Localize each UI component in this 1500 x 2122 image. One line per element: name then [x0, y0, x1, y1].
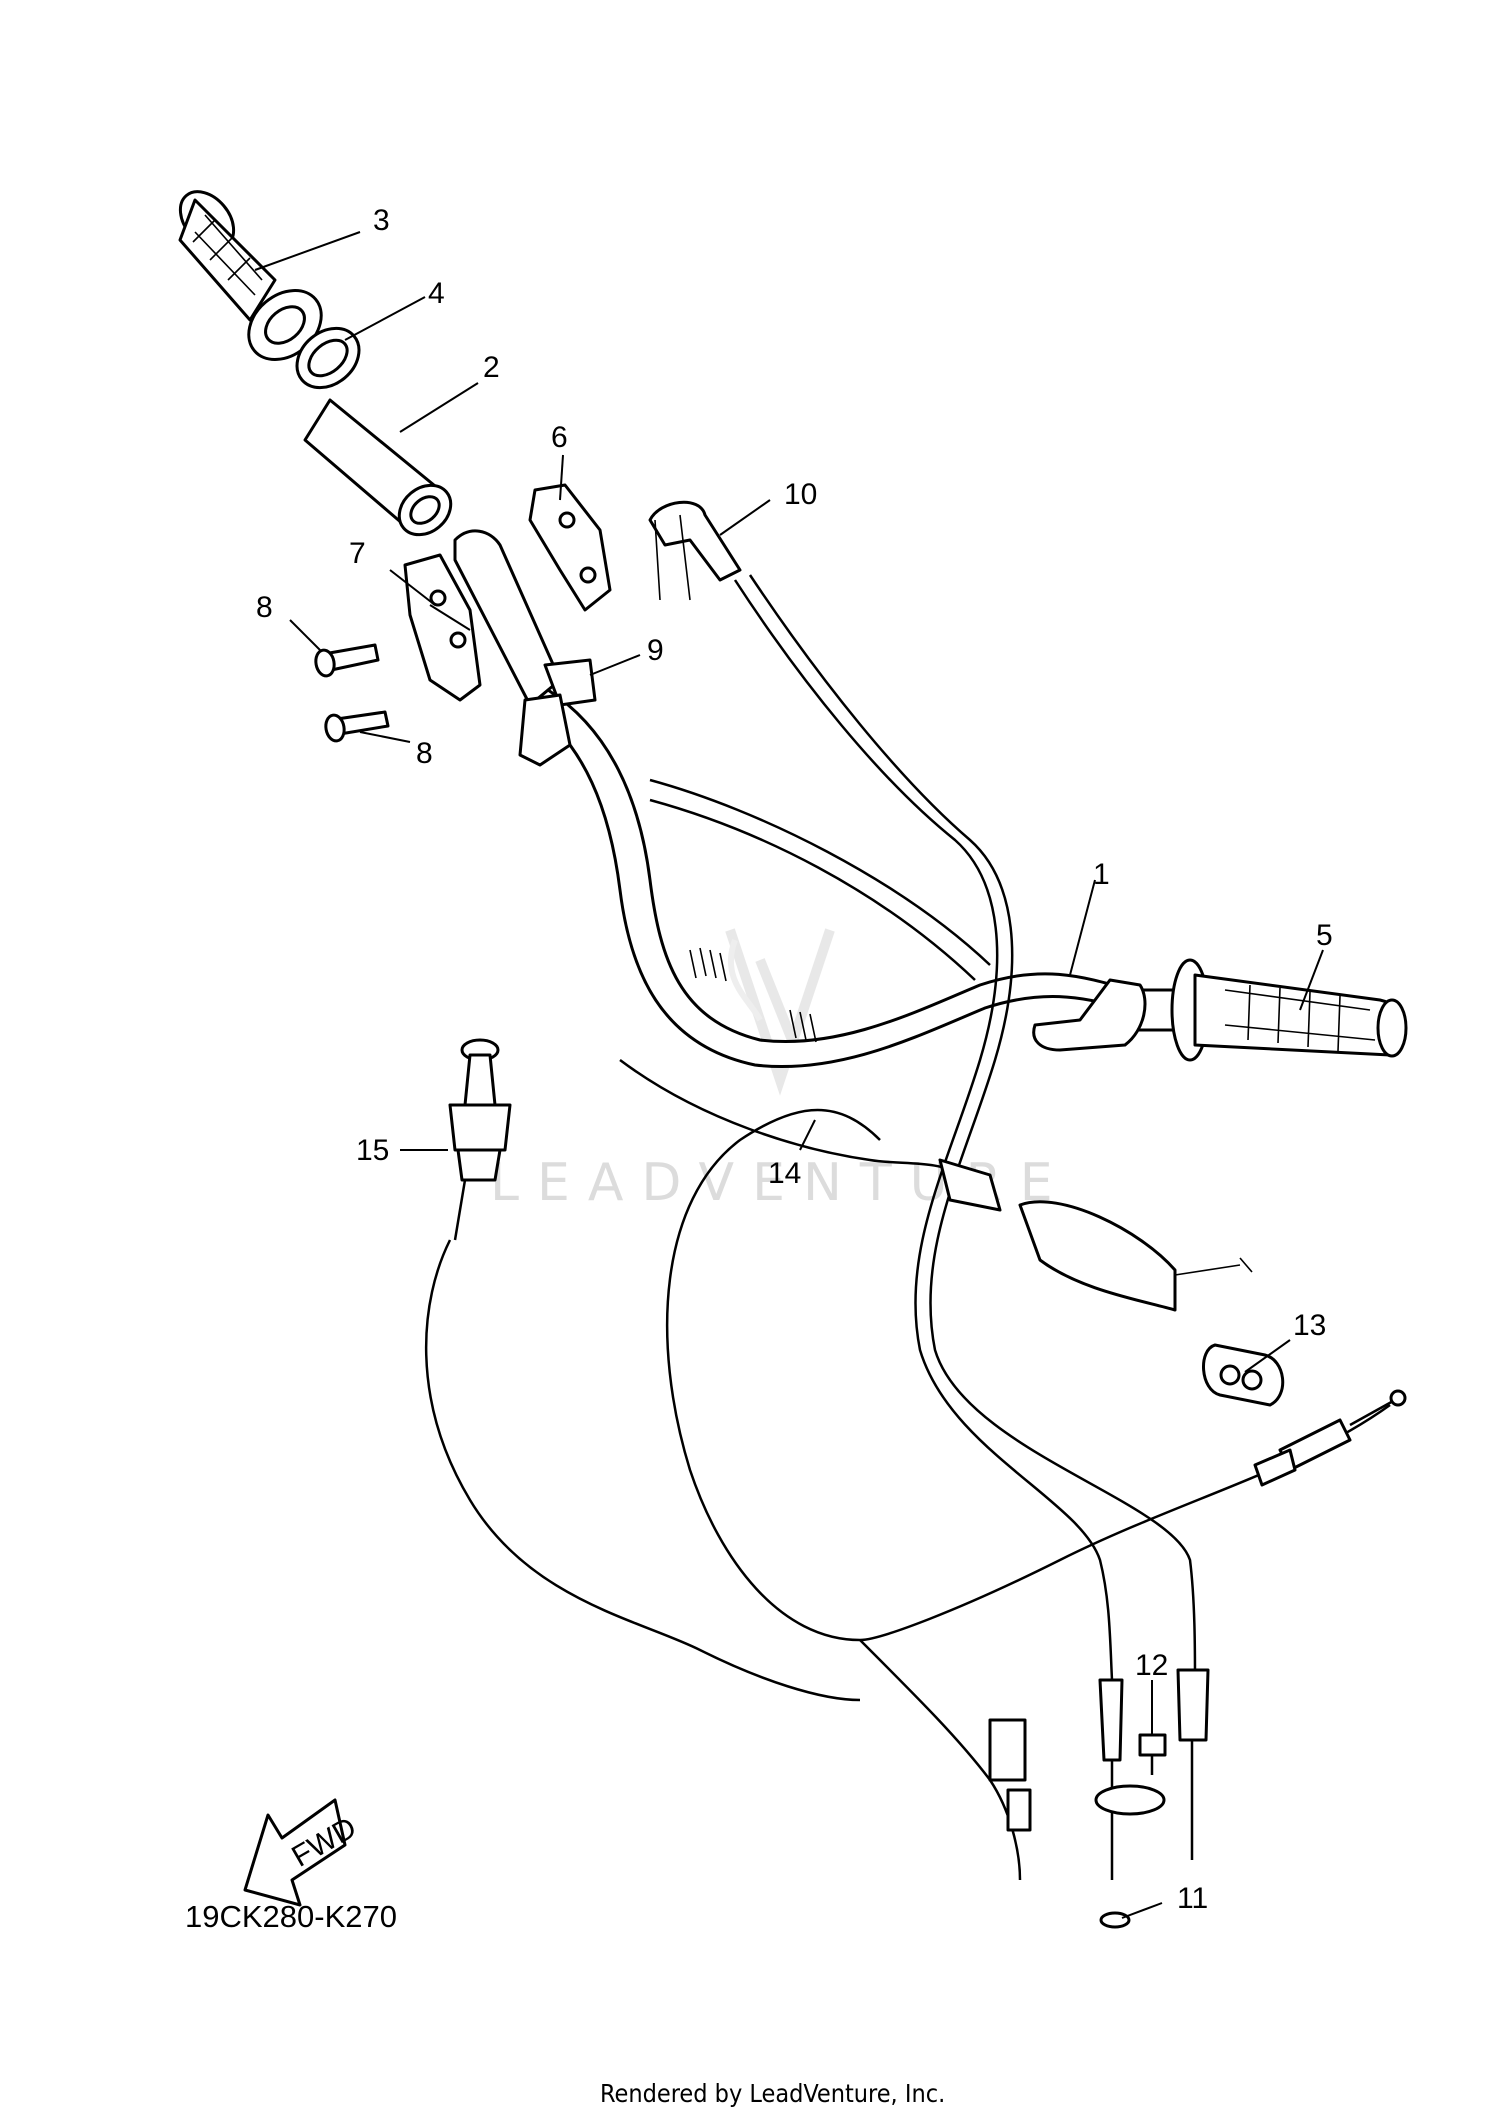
o-ring [1099, 1911, 1131, 1929]
callout-12: 12 [1135, 1649, 1168, 1682]
footer-credit: Rendered by LeadVenture, Inc. [600, 2079, 945, 2108]
callout-10: 10 [784, 478, 817, 511]
hot-start-cable [424, 1058, 1253, 1702]
right-grip [1128, 958, 1408, 1062]
callout-6: 6 [551, 421, 568, 454]
fwd-arrow-icon: FWD [243, 1798, 362, 1907]
callout-2: 2 [483, 351, 500, 384]
callout-11: 11 [1177, 1882, 1208, 1915]
callout-8a: 8 [256, 591, 273, 624]
callout-7: 7 [349, 537, 366, 570]
cable-clamp [518, 658, 597, 767]
callout-14: 14 [768, 1157, 801, 1190]
clutch-lever-perch [1032, 978, 1147, 1052]
callout-4: 4 [428, 277, 445, 310]
callout-13: 13 [1293, 1309, 1326, 1342]
callout-15: 15 [356, 1134, 389, 1167]
leader-lines [254, 231, 1324, 1919]
bolt [1138, 1733, 1167, 1775]
screw-upper [314, 643, 380, 678]
clutch-cable [665, 1108, 1407, 1881]
callout-3: 3 [373, 204, 390, 237]
handlebar [528, 688, 1132, 1069]
left-grip [178, 190, 323, 361]
screw-lower [324, 710, 390, 743]
hot-start-knob [448, 1038, 512, 1241]
callout-9: 9 [647, 634, 664, 667]
throttle-housing-upper [528, 483, 612, 612]
diagram-code: 19CK280-K270 [185, 1899, 397, 1934]
throttle-tube [303, 398, 453, 537]
throttle-housing-lower [403, 553, 482, 702]
callout-8b: 8 [416, 737, 433, 770]
callout-1: 1 [1093, 858, 1110, 891]
callout-5: 5 [1316, 919, 1333, 952]
